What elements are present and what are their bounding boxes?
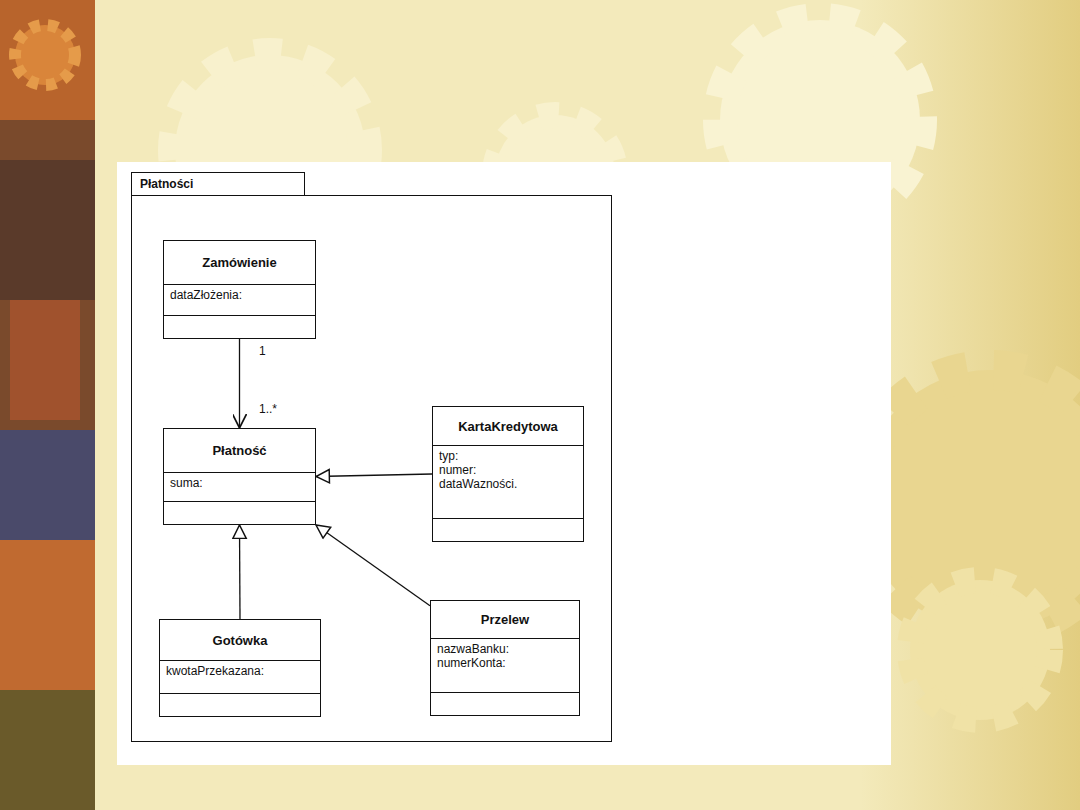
- class-box: Zamówienie dataZłożenia:: [163, 240, 316, 339]
- class-name: Gotówka: [213, 633, 268, 648]
- package-name: Płatności: [140, 177, 296, 191]
- white-panel: [117, 162, 891, 765]
- gear-shape: [15, 25, 75, 85]
- attribute-compartment: kwotaPrzekazana:: [160, 660, 320, 693]
- photo-strip: [0, 430, 95, 540]
- association-arrow: [239, 339, 240, 428]
- attribute-text: numer:: [439, 463, 577, 477]
- class-name-compartment: Gotówka: [160, 620, 320, 660]
- attribute-compartment: nazwaBanku:numerKonta:: [431, 638, 579, 692]
- class-box: Płatność suma:: [163, 428, 316, 525]
- class-name-compartment: KartaKredytowa: [433, 407, 583, 445]
- operation-compartment: [431, 692, 579, 715]
- generalization-arrow: [316, 525, 430, 606]
- package-tab: Płatności: [131, 172, 305, 196]
- class-name-compartment: Zamówienie: [164, 241, 315, 284]
- class-name: Przelew: [481, 612, 529, 627]
- photo-strip: [0, 160, 95, 300]
- photo-strip: [10, 300, 80, 420]
- photo-strip: [0, 540, 95, 690]
- attribute-text: dataZłożenia:: [170, 288, 309, 302]
- operation-compartment: [160, 693, 320, 716]
- attribute-compartment: suma:: [164, 472, 315, 501]
- multiplicity: 1: [257, 344, 268, 358]
- class-box: Gotówka kwotaPrzekazana:: [159, 619, 321, 717]
- class-box: Przelew nazwaBanku:numerKonta:: [430, 600, 580, 716]
- attribute-text: numerKonta:: [437, 656, 573, 670]
- class-name-compartment: Przelew: [431, 601, 579, 638]
- attribute-text: suma:: [170, 476, 309, 490]
- photo-strip: [0, 690, 95, 810]
- class-name: KartaKredytowa: [458, 419, 558, 434]
- attribute-text: typ:: [439, 449, 577, 463]
- generalization-arrow: [316, 474, 432, 477]
- class-name: Zamówienie: [202, 255, 276, 270]
- package-frame: PłatnościZamówienie dataZłożenia: Płatność…: [131, 172, 612, 742]
- operation-compartment: [164, 315, 315, 338]
- class-name: Płatność: [212, 443, 266, 458]
- multiplicity: 1..*: [257, 402, 279, 416]
- photo-strip: [0, 0, 95, 120]
- attribute-text: dataWazności.: [439, 477, 577, 491]
- class-box: KartaKredytowa typ:numer:dataWazności.: [432, 406, 584, 542]
- operation-compartment: [164, 501, 315, 524]
- attribute-compartment: dataZłożenia:: [164, 284, 315, 315]
- gear-shape: [910, 580, 1050, 720]
- attribute-compartment: typ:numer:dataWazności.: [433, 445, 583, 518]
- generalization-arrow: [239, 525, 241, 619]
- operation-compartment: [433, 518, 583, 541]
- class-name-compartment: Płatność: [164, 429, 315, 472]
- attribute-text: kwotaPrzekazana:: [166, 664, 314, 678]
- photo-strip: [0, 0, 95, 810]
- attribute-text: nazwaBanku:: [437, 642, 573, 656]
